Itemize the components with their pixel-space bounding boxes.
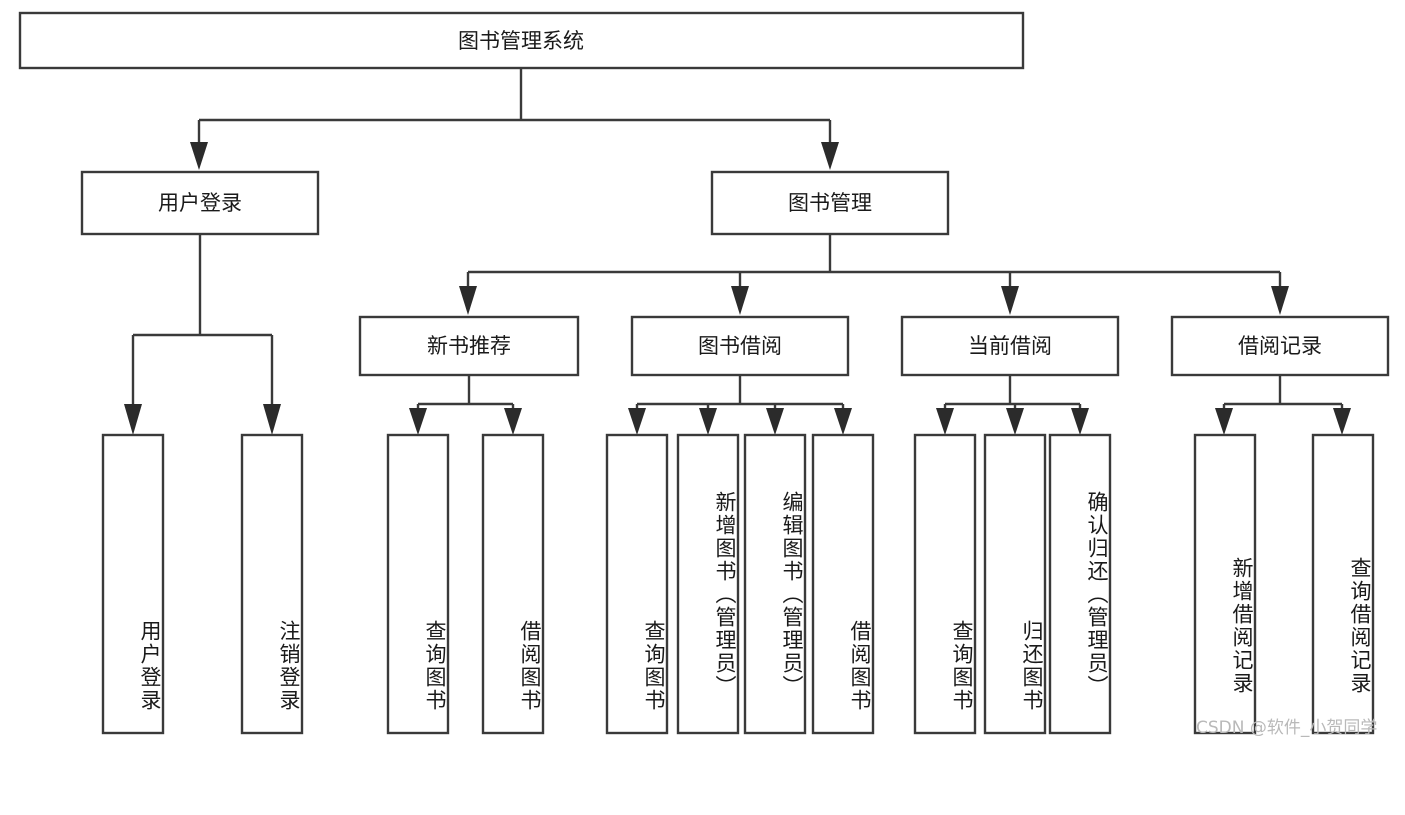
node-label-user-login: 用户登录: [158, 191, 242, 215]
arrow-head-to-leaf-add-borrow-record: [1215, 408, 1233, 435]
arrow-head-to-user-login: [190, 142, 208, 170]
node-label-current-borrow: 当前借阅: [968, 334, 1052, 358]
leaf-box-borrow-book-1[interactable]: [481, 433, 545, 735]
arrow-head-to-leaf-logout-login: [263, 404, 281, 435]
leaf-box-return-book[interactable]: [983, 433, 1047, 735]
arrow-head-to-borrow-record: [1271, 286, 1289, 315]
node-box-current-borrow: [900, 315, 1120, 377]
connector-user-login-to-leaves: [124, 234, 281, 435]
node-book-borrow[interactable]: 图书借阅: [630, 315, 850, 377]
connector-new-book-recommend-to-leaves: [409, 375, 522, 435]
leaf-box-edit-book[interactable]: [743, 433, 807, 735]
node-box-root: [18, 11, 1025, 70]
node-label-root: 图书管理系统: [458, 29, 584, 53]
leaf-box-add-book[interactable]: [676, 433, 740, 735]
leaf-box-logout-login[interactable]: [240, 433, 304, 735]
csdn-watermark: CSDN @软件_小贺同学: [1196, 718, 1378, 738]
arrow-head-to-leaf-add-book: [699, 408, 717, 435]
arrow-head-to-leaf-query-book-1: [409, 408, 427, 435]
arrow-head-to-leaf-confirm-return: [1071, 408, 1089, 435]
leaf-box-borrow-book-2[interactable]: [811, 433, 875, 735]
node-label-book-management: 图书管理: [788, 191, 872, 215]
leaf-box-user-login[interactable]: [101, 433, 165, 735]
arrow-head-to-leaf-borrow-book-2: [834, 408, 852, 435]
node-new-book-recommend[interactable]: 新书推荐: [358, 315, 580, 377]
node-box-new-book-recommend: [358, 315, 580, 377]
leaf-box-add-borrow-record[interactable]: [1193, 433, 1257, 735]
arrow-head-to-leaf-user-login: [124, 404, 142, 435]
connector-root-to-level2: [190, 68, 839, 170]
arrow-head-to-leaf-query-borrow-record: [1333, 408, 1351, 435]
leaf-box-confirm-return[interactable]: [1048, 433, 1112, 735]
node-borrow-record[interactable]: 借阅记录: [1170, 315, 1390, 377]
leaf-box-query-borrow-record[interactable]: [1311, 433, 1375, 735]
arrow-head-to-new-book-recommend: [459, 286, 477, 315]
leaf-box-query-book-3[interactable]: [913, 433, 977, 735]
node-book-management-system[interactable]: 图书管理系统: [18, 11, 1025, 70]
connector-book-borrow-to-leaves: [628, 375, 852, 435]
connector-borrow-record-to-leaves: [1215, 375, 1351, 435]
node-label-borrow-record: 借阅记录: [1238, 334, 1322, 358]
diagram-canvas: 图书管理系统 用户登录 图书管理: [18, 11, 1390, 735]
arrow-head-to-book-management: [821, 142, 839, 170]
leaf-box-query-book-1[interactable]: [386, 433, 450, 735]
arrow-head-to-leaf-borrow-book-1: [504, 408, 522, 435]
arrow-head-to-leaf-query-book-3: [936, 408, 954, 435]
node-box-user-login: [80, 170, 320, 236]
leaf-boxes: [101, 433, 1375, 735]
arrow-head-to-leaf-query-book-2: [628, 408, 646, 435]
node-label-new-book-recommend: 新书推荐: [427, 334, 511, 358]
arrow-head-to-leaf-return-book: [1006, 408, 1024, 435]
arrow-head-to-book-borrow: [731, 286, 749, 315]
node-current-borrow[interactable]: 当前借阅: [900, 315, 1120, 377]
connector-current-borrow-to-leaves: [936, 375, 1089, 435]
org-chart-diagram: 图书管理系统 用户登录 图书管理: [18, 11, 1390, 738]
arrow-head-to-leaf-edit-book: [766, 408, 784, 435]
node-user-login[interactable]: 用户登录: [80, 170, 320, 236]
arrow-head-to-current-borrow: [1001, 286, 1019, 315]
node-label-book-borrow: 图书借阅: [698, 334, 782, 358]
leaf-box-query-book-2[interactable]: [605, 433, 669, 735]
node-book-management[interactable]: 图书管理: [710, 170, 950, 236]
connector-book-management-to-level3: [459, 234, 1289, 315]
